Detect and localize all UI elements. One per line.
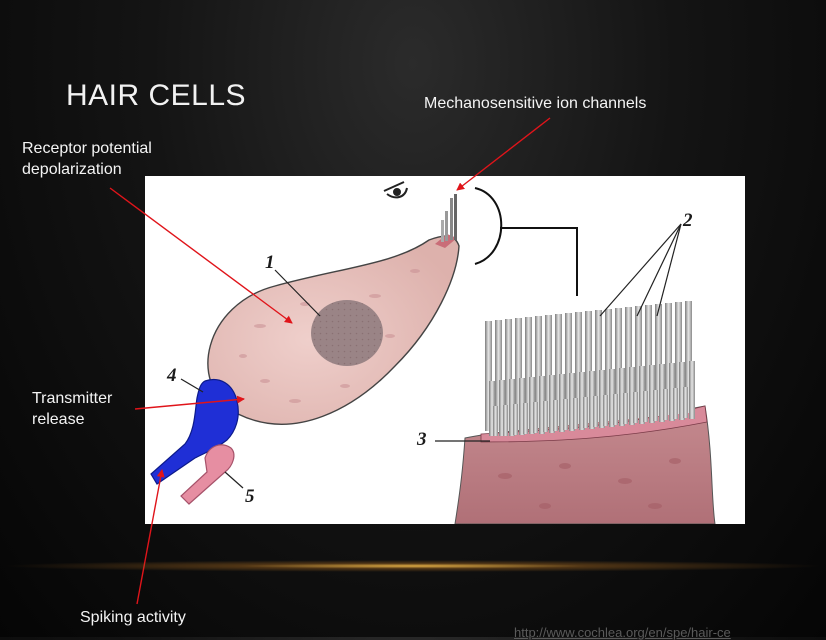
source-url-link[interactable]: http://www.cochlea.org/en/spe/hair-ce (514, 625, 731, 640)
leader-lines (180, 223, 682, 489)
label-transmitter-release: Transmitter release (32, 390, 113, 428)
stereocilia-tuft (435, 194, 457, 248)
number-label-1: 1 (265, 252, 275, 273)
label-spiking-activity: Spiking activity (80, 609, 186, 626)
eye-icon (383, 181, 408, 199)
slide-title: HAIR CELLS (66, 79, 247, 112)
arrow-spiking (136, 469, 165, 605)
tissue-speckles (498, 458, 681, 509)
label-receptor-potential: Receptor potential depolarization (22, 140, 152, 178)
zoom-connector (500, 227, 578, 296)
hair-cell-diagram: 1 2 3 4 5 (150, 181, 716, 525)
number-label-3: 3 (416, 429, 427, 450)
arrow-receptor (109, 187, 293, 324)
number-label-4: 4 (166, 365, 177, 386)
number-label-5: 5 (245, 486, 255, 507)
zoom-bracket (474, 187, 503, 265)
stereocilia-short-row (493, 387, 688, 436)
stereocilia-tall-row (485, 301, 692, 431)
horizontal-glow-divider (0, 560, 826, 572)
hair-cell-figure: 1 2 3 4 5 (145, 176, 745, 525)
stereocilia-middle-row (489, 361, 695, 436)
arrow-mechanosensitive (456, 117, 551, 191)
arrow-transmitter (134, 395, 245, 410)
label-mechanosensitive-ion-channels: Mechanosensitive ion channels (424, 95, 647, 112)
number-label-2: 2 (682, 210, 693, 231)
